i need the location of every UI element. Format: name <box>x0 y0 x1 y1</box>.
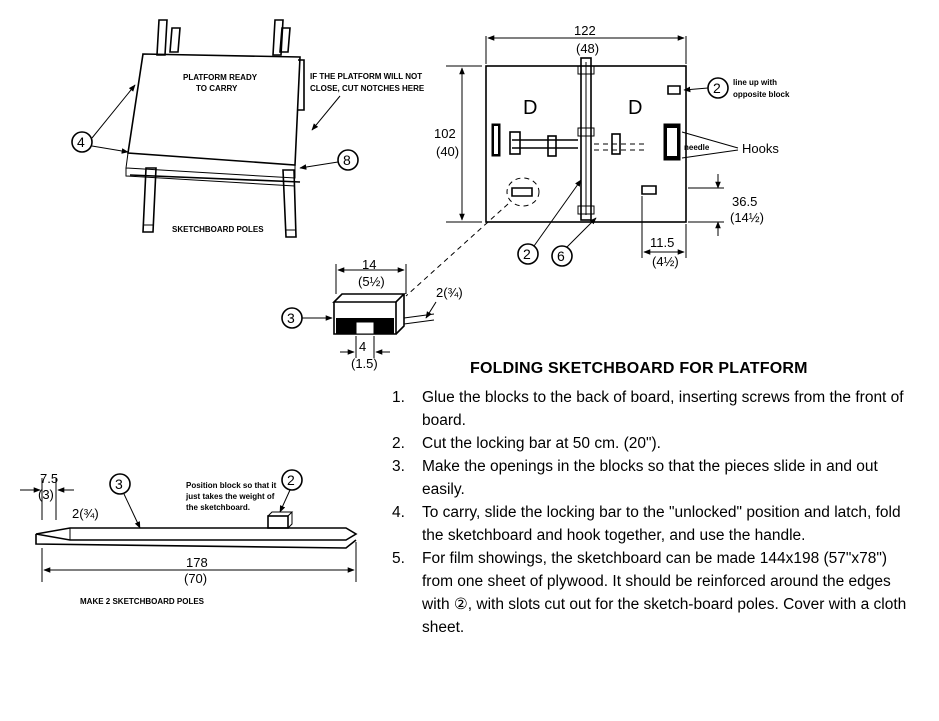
callout-3-pole-label: 3 <box>115 476 123 492</box>
callout-2-pole-label: 2 <box>287 472 295 488</box>
step-item: 3. Make the openings in the blocks so tha… <box>392 455 912 501</box>
step-number: 3. <box>392 458 405 475</box>
callout-3-pole-circle <box>109 473 131 495</box>
callout-8-label: 8 <box>343 152 351 168</box>
dim-hook-cm: 36.5 <box>732 194 757 209</box>
notch-note-line1: IF THE PLATFORM WILL NOT <box>310 72 422 81</box>
step-number: 1. <box>392 389 405 406</box>
hinge-mark-left: D <box>523 97 537 119</box>
needle-label: needle <box>684 143 710 152</box>
pole-detail-view: 7.5 (3) 2(¾) 3 2 Position block so that … <box>20 469 358 606</box>
handle-block-highlight <box>506 177 540 207</box>
callout-2-bottom-circle <box>517 243 539 265</box>
step-item: 4. To carry, slide the locking bar to the… <box>392 501 912 547</box>
step-text: Make the openings in the blocks so that … <box>422 458 878 498</box>
step-text: To carry, slide the locking bar to the "… <box>422 504 901 544</box>
instructions-block: FOLDING SKETCHBOARD FOR PLATFORM 1. Glue … <box>392 360 912 639</box>
pole-end-in: (3) <box>38 487 54 502</box>
locking-bar <box>580 57 592 221</box>
hinge-mark-right: D <box>628 97 642 119</box>
block-len-cm: 14 <box>362 257 376 272</box>
board-width-cm: 122 <box>574 23 596 38</box>
platform-carry-label: TO CARRY <box>196 84 238 93</box>
pole-length-cm: 178 <box>186 555 208 570</box>
line-up-note-line1: line up with <box>733 78 777 87</box>
block-len-in: (5½) <box>358 274 385 289</box>
position-note-line1: Position block so that it <box>186 481 277 490</box>
board-width-in: (48) <box>576 41 599 56</box>
hooks-label: Hooks <box>742 141 779 156</box>
instruction-steps: 1. Glue the blocks to the back of board, … <box>392 386 912 639</box>
step-number: 2. <box>392 435 405 452</box>
instructions-title: FOLDING SKETCHBOARD FOR PLATFORM <box>470 360 808 377</box>
dim-hook-in: (14½) <box>730 210 764 225</box>
dim-block-cm: 11.5 <box>650 235 674 250</box>
dim-block-in: (4½) <box>652 254 679 269</box>
callout-8-circle <box>337 149 359 171</box>
slot-width-cm: 4 <box>359 339 366 354</box>
step-item: 1. Glue the blocks to the back of board, … <box>392 386 912 432</box>
poles-caption: MAKE 2 SKETCHBOARD POLES <box>80 597 205 606</box>
folded-platform-view: PLATFORM READY TO CARRY IF THE PLATFORM … <box>71 19 425 238</box>
position-note-line3: the sketchboard. <box>186 503 250 512</box>
pole-length-in: (70) <box>184 571 207 586</box>
callout-2-pole-circle <box>281 469 303 491</box>
callout-6-circle <box>551 245 573 267</box>
sketchboard-back-view: 122 (48) 102 (40) D D needle Hooks <box>405 23 790 297</box>
callout-4-circle <box>71 131 93 153</box>
board-height-cm: 102 <box>434 126 456 141</box>
step-text: For film showings, the sketchboard can b… <box>422 550 907 636</box>
step-number: 4. <box>392 504 405 521</box>
board-height-in: (40) <box>436 144 459 159</box>
pole-thickness: 2(¾) <box>72 506 99 521</box>
callout-6-label: 6 <box>557 248 565 264</box>
pole-body <box>35 527 358 541</box>
callout-4-label: 4 <box>77 134 85 150</box>
callout-3-label: 3 <box>287 310 295 326</box>
step-text: Glue the blocks to the back of board, in… <box>422 389 904 429</box>
step-number: 5. <box>392 550 405 567</box>
position-note-line2: just takes the weight of <box>185 492 275 501</box>
callout-2-top-label: 2 <box>713 80 721 96</box>
pole-end-cm: 7.5 <box>40 471 58 486</box>
callout-2-bottom-label: 2 <box>523 246 531 262</box>
step-text: Cut the locking bar at 50 cm. (20"). <box>422 435 661 452</box>
step-item: 2. Cut the locking bar at 50 cm. (20"). <box>392 432 912 455</box>
platform-ready-label: PLATFORM READY <box>183 73 258 82</box>
block-detail-view: 14 (5½) 2(¾) 4 (1.5) 3 <box>281 257 463 371</box>
slot-width-in: (1.5) <box>351 356 378 371</box>
block-thickness: 2(¾) <box>436 285 463 300</box>
notch-note-line2: CLOSE, CUT NOTCHES HERE <box>310 84 425 93</box>
line-up-note-line2: opposite block <box>733 90 790 99</box>
step-item: 5. For film showings, the sketchboard can… <box>392 547 912 639</box>
sketchboard-poles-label: SKETCHBOARD POLES <box>172 225 264 234</box>
